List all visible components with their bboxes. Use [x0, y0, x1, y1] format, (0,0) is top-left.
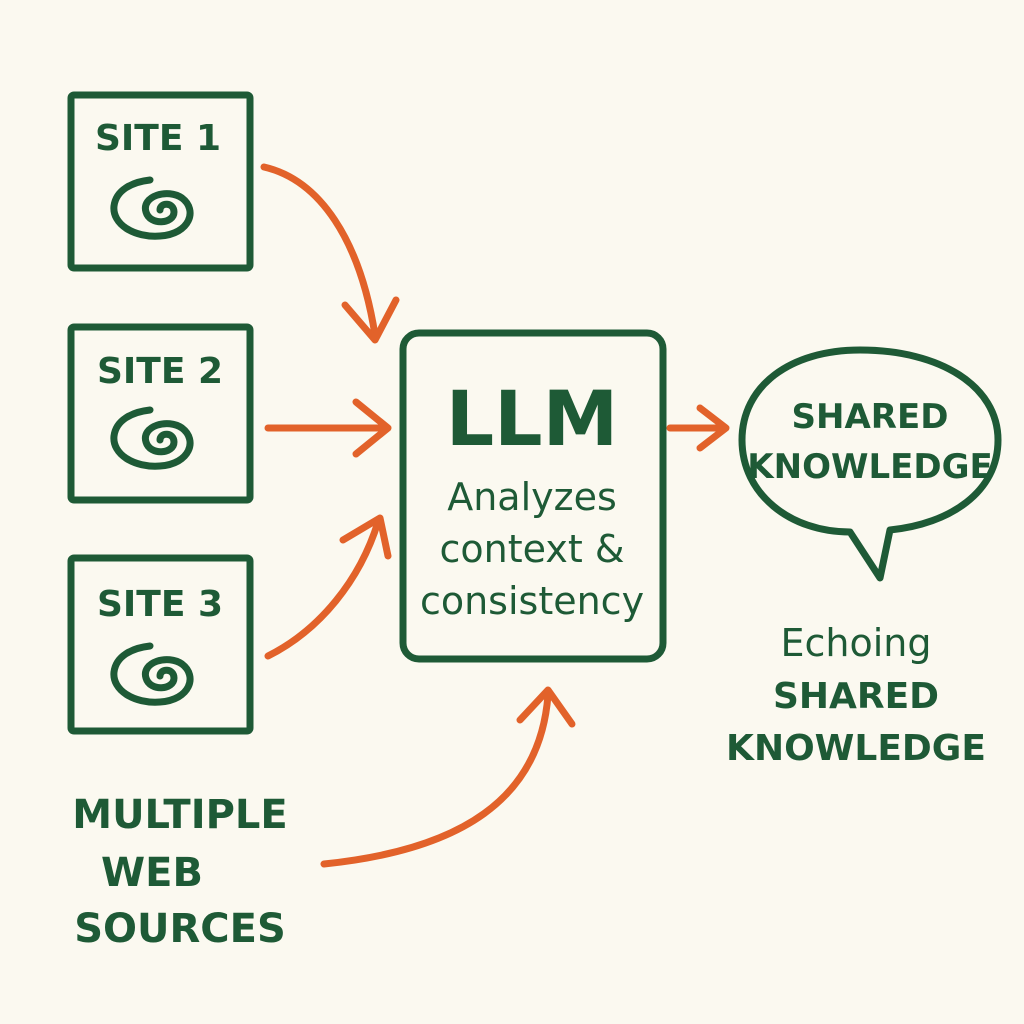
llm-description-line-1: Analyzes	[447, 475, 617, 519]
output-caption: Echoing SHARED KNOWLEDGE	[726, 621, 986, 769]
arrow-site-1-to-llm	[260, 163, 400, 344]
arrow-web-sources-to-llm	[320, 686, 576, 868]
speech-bubble-shape	[738, 346, 1002, 582]
sources-caption-line-3: SOURCES	[74, 906, 286, 952]
llm-description-line-3: consistency	[420, 579, 644, 623]
arrow-site-2-to-llm	[264, 398, 392, 458]
output-caption-line-3: KNOWLEDGE	[726, 728, 986, 769]
llm-description-line-2: context &	[440, 527, 625, 571]
source-label: SITE 3	[97, 584, 223, 625]
llm-box: LLM Analyzes context & consistency	[399, 329, 667, 663]
bubble-text-line-2: KNOWLEDGE	[747, 447, 992, 487]
output-caption-line-2: SHARED	[773, 676, 939, 717]
llm-box-frame	[399, 329, 667, 663]
spiral-icon	[110, 406, 194, 470]
arrow-site-3-to-llm	[264, 514, 392, 660]
source-box-site-3: SITE 3	[67, 554, 254, 735]
llm-title: LLM	[446, 374, 618, 463]
spiral-icon	[110, 642, 194, 706]
sources-caption-line-1: MULTIPLE	[72, 792, 287, 838]
source-box-frame	[67, 554, 254, 735]
source-label: SITE 1	[95, 118, 221, 159]
shared-knowledge-bubble: SHARED KNOWLEDGE	[738, 346, 1002, 582]
source-box-frame	[67, 91, 254, 272]
sources-caption-line-2: WEB	[101, 850, 203, 896]
source-box-frame	[67, 323, 254, 504]
source-box-site-1: SITE 1	[67, 91, 254, 272]
arrow-llm-to-output	[666, 404, 730, 452]
bubble-text-line-1: SHARED	[792, 397, 949, 437]
output-caption-line-1: Echoing	[781, 621, 932, 665]
source-box-site-2: SITE 2	[67, 323, 254, 504]
spiral-icon	[110, 176, 194, 240]
sources-caption: MULTIPLE WEB SOURCES	[72, 792, 287, 952]
source-label: SITE 2	[97, 351, 223, 392]
